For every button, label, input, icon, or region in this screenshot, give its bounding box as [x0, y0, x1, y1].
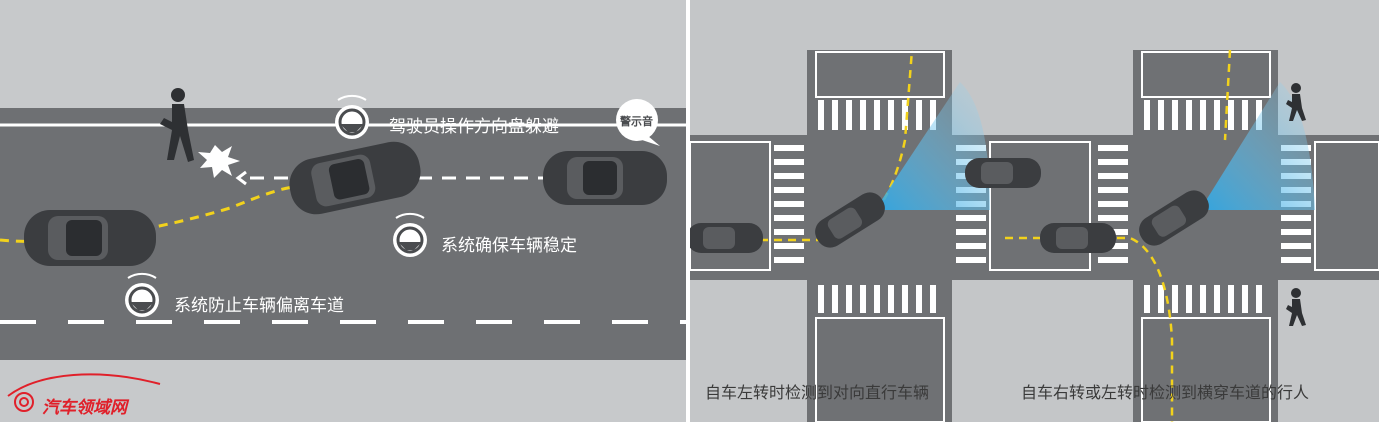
evasive-steering-panel: 驾驶员操作方向盘躲避 警示音 系统确保车辆稳定 系统防止车辆偏离车道 汽车领域网 — [0, 0, 686, 422]
car-ego-right — [1040, 223, 1116, 253]
car-oncoming-left — [690, 223, 763, 253]
pedestrian-icon — [1286, 288, 1306, 326]
road-scene — [0, 88, 686, 412]
car-ego-turn-2 — [1139, 190, 1209, 246]
collision-spark-icon — [198, 145, 240, 178]
pedestrian-icon — [160, 88, 194, 162]
watermark-logo-icon — [7, 373, 161, 412]
path-arrow — [235, 170, 247, 186]
warning-bubble-icon — [616, 99, 660, 146]
warning-badge: 警示音 — [620, 115, 653, 128]
sensor-cone-2 — [1200, 82, 1315, 210]
car-ahead — [543, 151, 667, 205]
callout-driver-steer: 驾驶员操作方向盘躲避 — [389, 117, 559, 137]
steering-wheel-icon — [125, 272, 159, 317]
caption-left-turn: 自车左转时检测到对向直行车辆 — [705, 383, 930, 402]
intersection-scene — [690, 49, 1379, 422]
steering-wheel-icon — [335, 94, 369, 139]
trajectory — [0, 184, 301, 243]
car-ego-start — [24, 210, 156, 266]
car-oncoming-detected — [965, 158, 1041, 188]
car-ego-left-turn — [815, 192, 885, 248]
callout-system-lane: 系统防止车辆偏离车道 — [174, 296, 344, 316]
car-ego-swerving — [289, 141, 421, 215]
intersection-panel: 自车左转时检测到对向直行车辆 自车右转或左转时检测到横穿车道的行人 — [690, 0, 1379, 422]
caption-pedestrian: 自车右转或左转时检测到横穿车道的行人 — [1021, 383, 1310, 402]
steering-wheel-icon — [393, 212, 427, 257]
sensor-cone-1 — [875, 82, 990, 210]
panel-divider — [686, 0, 690, 422]
pedestrian-icon — [1286, 83, 1306, 121]
watermark-text: 汽车领域网 — [42, 398, 127, 418]
callout-system-stable: 系统确保车辆稳定 — [441, 236, 577, 256]
